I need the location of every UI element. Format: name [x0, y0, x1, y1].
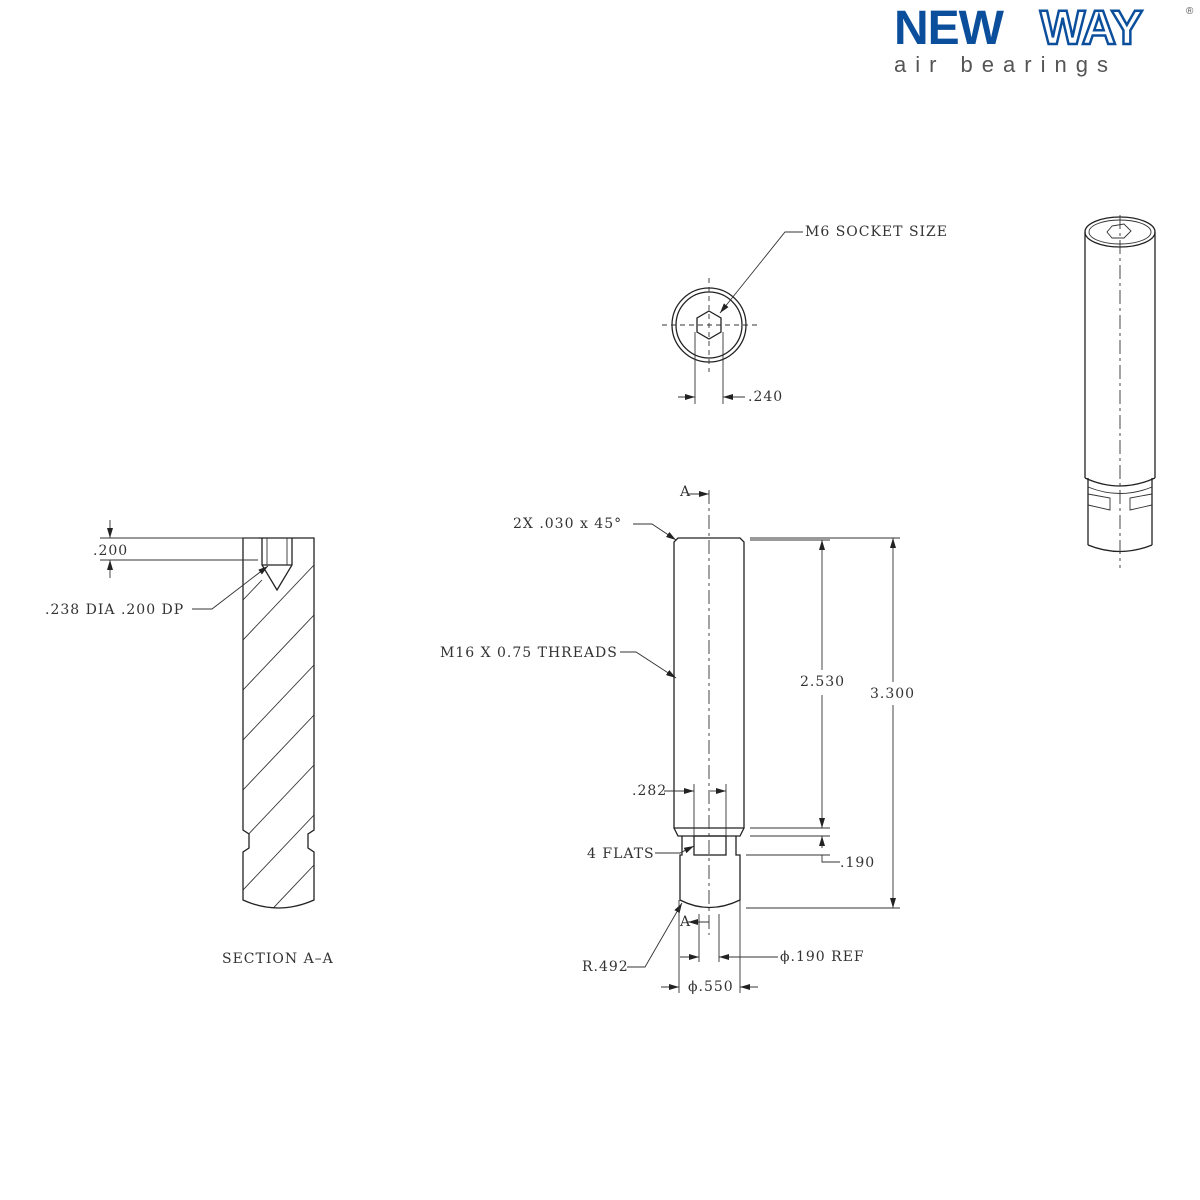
- logo-way: WAY: [1040, 2, 1143, 55]
- top-view: .240 M6 SOCKET SIZE: [662, 224, 948, 405]
- chamfer-note: 2X .030 x 45°: [513, 516, 622, 532]
- socket-size-label: M6 SOCKET SIZE: [805, 224, 948, 240]
- section-hatching: [243, 564, 314, 908]
- section-view: .200 .238 DIA .200 DP SECTION A–A: [45, 520, 334, 967]
- dim-282: .282: [632, 783, 667, 799]
- logo-new: NEW: [894, 2, 1005, 55]
- dim-190: .190: [840, 855, 875, 871]
- outer-dia: ϕ.550: [688, 979, 734, 995]
- logo-registered: ®: [1186, 6, 1194, 17]
- dim-240: .240: [748, 389, 783, 405]
- hole-note: .238 DIA .200 DP: [45, 602, 184, 618]
- dim-3300: 3.300: [870, 686, 915, 702]
- ref-dia: ϕ.190 REF: [780, 949, 865, 965]
- radius-note: R.492: [582, 959, 629, 975]
- elevation-view: A A 2X .030 x 45° M16 X 0.75 THREADS 2.5…: [440, 484, 915, 995]
- newway-logo: NEW WAY ® air bearings: [894, 1, 1194, 77]
- isometric-view: [1084, 215, 1156, 568]
- thread-note: M16 X 0.75 THREADS: [440, 645, 618, 661]
- section-marker-top: A: [679, 484, 691, 500]
- dim-200: .200: [93, 543, 128, 559]
- flats-note: 4 FLATS: [587, 846, 655, 862]
- section-title: SECTION A–A: [222, 951, 334, 967]
- dim-2530: 2.530: [800, 674, 845, 690]
- section-marker-bottom: A: [679, 914, 691, 930]
- hex-socket-icon: [696, 310, 722, 340]
- logo-tagline: air bearings: [894, 52, 1117, 77]
